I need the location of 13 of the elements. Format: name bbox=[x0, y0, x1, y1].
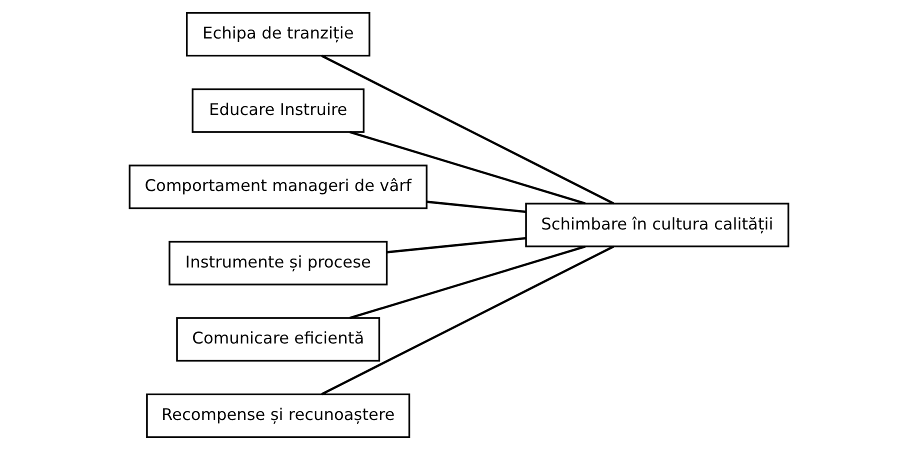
connector bbox=[349, 130, 586, 205]
node-box: Echipa de tranziție bbox=[186, 12, 370, 57]
node-box: Recompense și recunoaștere bbox=[146, 393, 410, 438]
connector bbox=[321, 245, 614, 396]
connector bbox=[387, 237, 526, 254]
node-box: Schimbare în cultura calității bbox=[525, 202, 790, 248]
node-box: Instrumente și procese bbox=[168, 240, 388, 286]
node-box: Educare Instruire bbox=[192, 88, 365, 133]
node-box: Comportament manageri de vârf bbox=[128, 164, 428, 210]
connector bbox=[321, 54, 614, 205]
connector bbox=[427, 200, 526, 213]
connector bbox=[349, 245, 586, 320]
node-box: Comunicare eficientă bbox=[176, 317, 380, 362]
